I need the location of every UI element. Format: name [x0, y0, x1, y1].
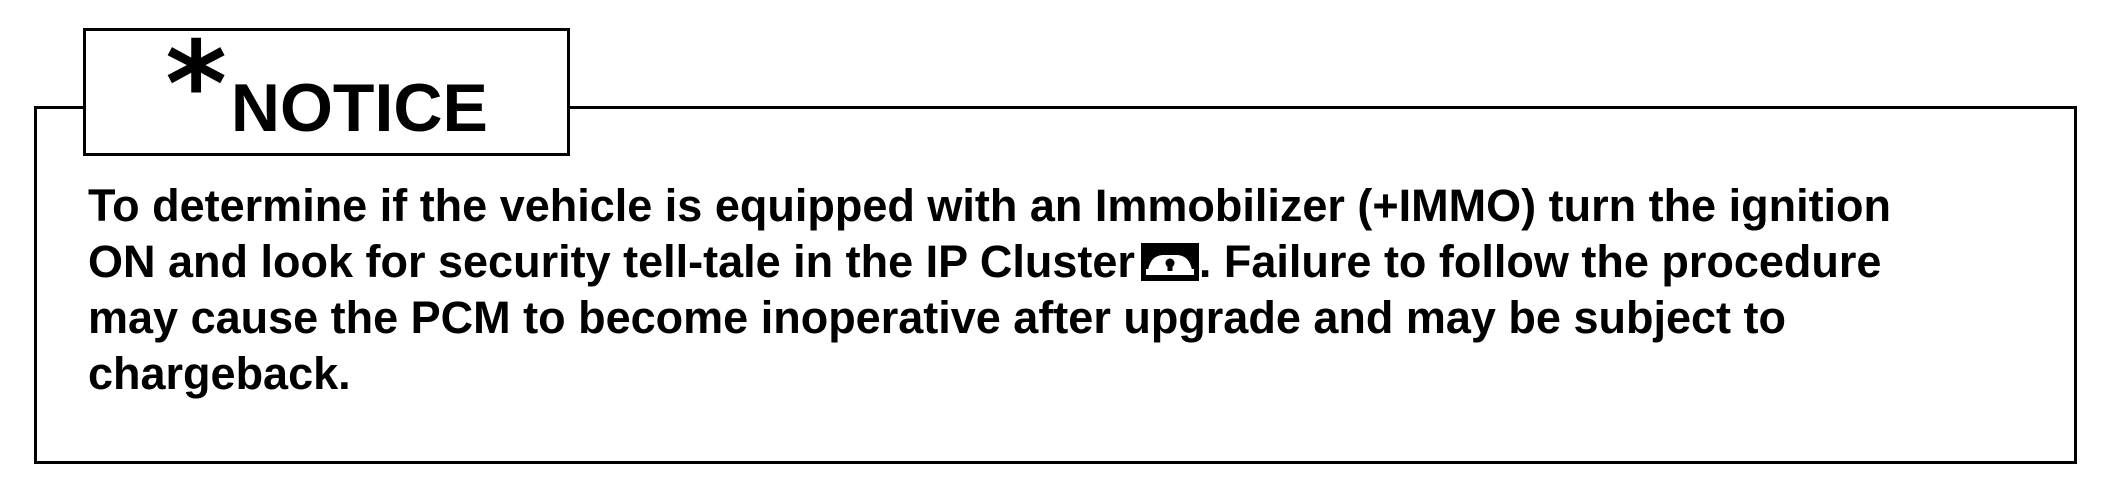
notice-header: * NOTICE: [83, 15, 570, 156]
notice-box: [34, 106, 2077, 464]
notice-body: To determine if the vehicle is equipped …: [88, 178, 2063, 402]
notice-title: NOTICE: [230, 70, 488, 146]
notice-line-2-continuation: . Failure to follow the procedure: [1198, 236, 1882, 287]
notice-line-4: chargeback.: [88, 348, 351, 399]
notice-asterisk: *: [165, 15, 227, 153]
notice-line-2: ON and look for security tell-tale in th…: [88, 234, 2063, 290]
security-tell-tale-icon: [1140, 243, 1199, 281]
notice-line-3: may cause the PCM to become inoperative …: [88, 292, 1786, 343]
notice-line-1: To determine if the vehicle is equipped …: [88, 180, 1892, 231]
notice-line-2-text: ON and look for security tell-tale in th…: [88, 236, 1135, 287]
